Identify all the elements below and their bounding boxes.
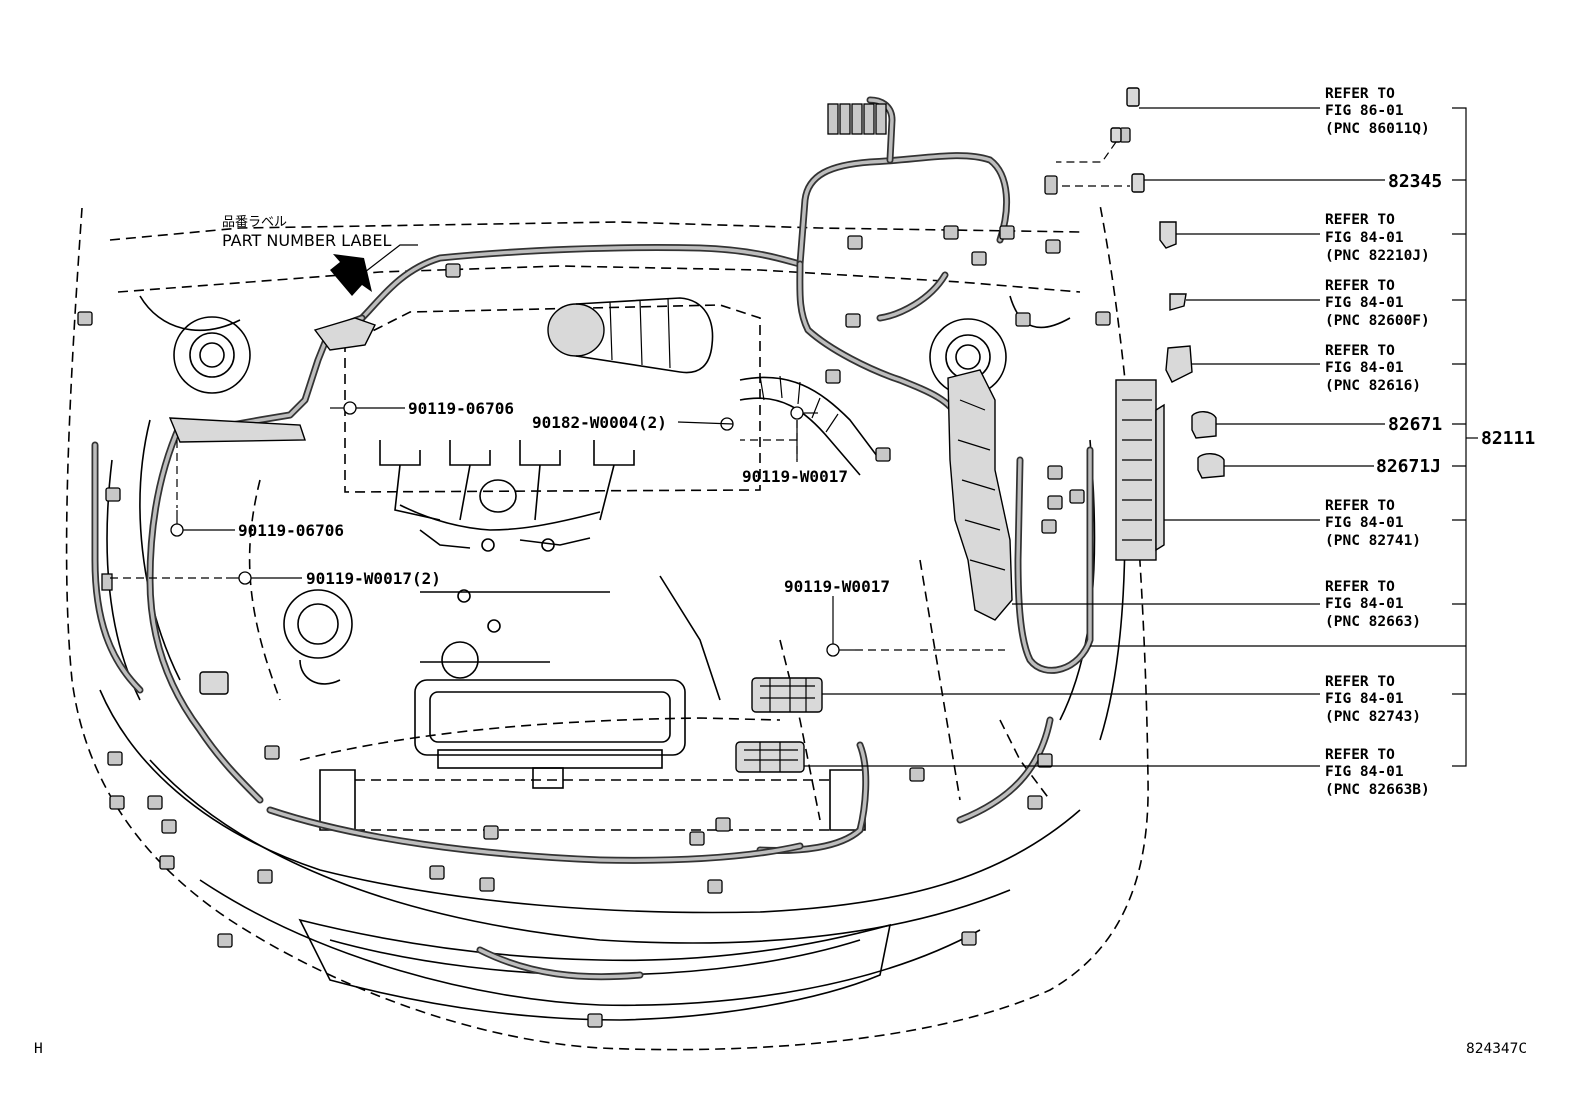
callout-r11-line3: (PNC 82663B) [1325, 782, 1430, 798]
callout-r4-line3: (PNC 82600F) [1325, 313, 1430, 329]
callout-r3-line2: FIG 84-01 [1325, 230, 1404, 246]
label-english-text: PART NUMBER LABEL [222, 231, 391, 250]
part-number-label-callout: 品番ラベル PART NUMBER LABEL [222, 215, 391, 250]
fuse-82600f-icon [1169, 293, 1187, 311]
bolt-label-b4: 90119-06706 [238, 521, 344, 540]
relay-82210j-icon [1159, 221, 1177, 249]
fuse-82345-icon [1131, 173, 1145, 193]
bolt-label-b2: 90182-W0004(2) [532, 413, 667, 432]
engine-wire-harness [91, 96, 1094, 981]
callout-r9-line2: FIG 84-01 [1325, 596, 1404, 612]
callout-r9-line1: REFER TO [1325, 579, 1395, 595]
right-part-icons [1110, 87, 1225, 479]
part-number-arrow-icon [330, 254, 372, 296]
bolt-label-b5: 90119-W0017(2) [306, 569, 441, 588]
bolt-label-b6: 90119-W0017 [784, 577, 890, 596]
callout-r3-line3: (PNC 82210J) [1325, 248, 1430, 264]
callout-r5-line2: FIG 84-01 [1325, 360, 1404, 376]
connector-86011q-icon [1126, 87, 1140, 107]
bolt-label-b3: 90119-W0017 [742, 467, 848, 486]
bolt-icon [170, 523, 184, 537]
callout-r10-line3: (PNC 82743) [1325, 709, 1421, 725]
callout-r5-line3: (PNC 82616) [1325, 378, 1421, 394]
callout-r5-line1: REFER TO [1325, 343, 1395, 359]
callout-r1-line1: REFER TO [1325, 86, 1395, 102]
callout-r8-line1: REFER TO [1325, 498, 1395, 514]
right-callout-labels: REFER TO FIG 86-01 (PNC 86011Q) 82345 RE… [1325, 86, 1442, 798]
bolt-icon [238, 571, 252, 585]
corner-mark: H [34, 1041, 43, 1057]
callout-r6-number: 82671 [1388, 414, 1442, 435]
label-japanese-text: 品番ラベル [222, 215, 287, 230]
harness-protector-left [168, 317, 376, 443]
callout-r10-line1: REFER TO [1325, 674, 1395, 690]
relay-82616-icon [1165, 345, 1193, 383]
bolt-icon [343, 401, 357, 415]
callout-r4-line1: REFER TO [1325, 278, 1395, 294]
assembly-number: 82111 [1481, 428, 1535, 449]
callout-r11-line2: FIG 84-01 [1325, 764, 1404, 780]
callout-r11-line1: REFER TO [1325, 747, 1395, 763]
callout-r10-line2: FIG 84-01 [1325, 691, 1404, 707]
callout-r1-line2: FIG 86-01 [1325, 103, 1404, 119]
callout-r7-number: 82671J [1376, 456, 1441, 477]
engine-block [248, 297, 1051, 831]
vehicle-body-outline [65, 204, 1149, 1051]
callout-r8-line3: (PNC 82741) [1325, 533, 1421, 549]
callout-r8-line2: FIG 84-01 [1325, 515, 1404, 531]
figure-code: 824347C [1466, 1041, 1527, 1057]
leader-lines [110, 107, 1478, 767]
injector-row [379, 440, 635, 552]
callout-r1-line3: (PNC 86011Q) [1325, 121, 1430, 137]
harness-connectors [77, 103, 1165, 1028]
bolt-icon [826, 643, 840, 657]
bolt-part-labels: 90119-06706 90182-W0004(2) 90119-W0017 9… [238, 399, 890, 596]
callout-r9-line3: (PNC 82663) [1325, 614, 1421, 630]
clamp-82671j-icon [1197, 453, 1225, 479]
callout-r4-line2: FIG 84-01 [1325, 295, 1404, 311]
bolt-icon [790, 406, 804, 420]
harness-protector-right [947, 369, 1013, 621]
callout-r2-number: 82345 [1388, 171, 1442, 192]
bolt-label-b1: 90119-06706 [408, 399, 514, 418]
clamp-82671-icon [1191, 411, 1217, 439]
bolt-fasteners [170, 401, 855, 657]
callout-r3-line1: REFER TO [1325, 212, 1395, 228]
